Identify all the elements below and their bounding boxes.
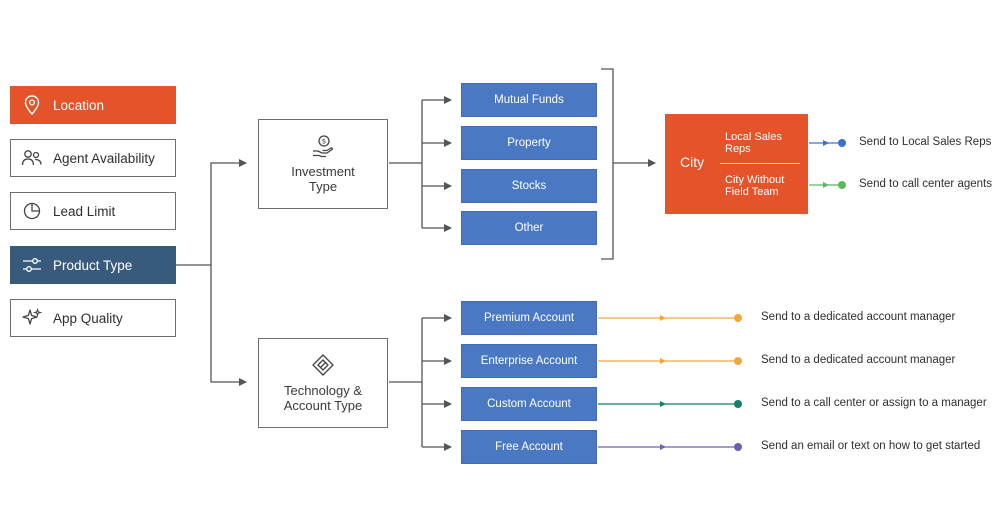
category-lead-limit[interactable]: Lead Limit <box>10 192 176 230</box>
city-node[interactable]: City Local Sales Reps City Without Field… <box>665 114 808 214</box>
pill-label: Premium Account <box>483 312 575 324</box>
investment-type-line1: Investment <box>291 164 355 179</box>
diamond-icon <box>311 353 335 377</box>
pill-label: Enterprise Account <box>480 355 578 367</box>
city-divider <box>720 163 800 164</box>
pill-label: Other <box>514 222 544 234</box>
people-icon <box>21 147 43 169</box>
pill-label: Free Account <box>495 441 563 453</box>
city-title: City <box>680 154 705 170</box>
pill-label: Mutual Funds <box>494 94 564 106</box>
investment-stocks[interactable]: Stocks <box>461 169 597 203</box>
pill-label: Stocks <box>511 180 547 192</box>
category-label: Lead Limit <box>53 203 116 219</box>
account-outcome-line-3 <box>598 400 742 408</box>
city-option-local-sales-reps: Local Sales Reps <box>725 131 782 155</box>
category-label: Location <box>53 97 105 113</box>
account-outcome-1: Send to a dedicated account manager <box>761 311 956 323</box>
investment-type-node[interactable]: $ Investment Type <box>258 119 388 209</box>
investment-mutual-funds[interactable]: Mutual Funds <box>461 83 597 117</box>
account-outcome-line-2 <box>598 357 742 365</box>
account-outcome-line-4 <box>598 443 742 451</box>
city-option-without-field-team: City Without Field Team <box>725 174 785 198</box>
category-app-quality[interactable]: App Quality <box>10 299 176 337</box>
account-enterprise[interactable]: Enterprise Account <box>461 344 597 378</box>
technology-line1: Technology & <box>283 383 363 398</box>
account-free[interactable]: Free Account <box>461 430 597 464</box>
city-outcome-line-1 <box>809 139 846 147</box>
account-custom[interactable]: Custom Account <box>461 387 597 421</box>
sliders-icon <box>21 254 43 276</box>
technology-line2: Account Type <box>283 398 363 413</box>
category-label: App Quality <box>53 310 123 326</box>
category-label: Agent Availability <box>53 150 155 166</box>
money-hand-icon: $ <box>311 134 335 158</box>
investment-other[interactable]: Other <box>461 211 597 245</box>
pie-chart-icon <box>21 200 43 222</box>
svg-text:$: $ <box>322 138 326 146</box>
category-agent-availability[interactable]: Agent Availability <box>10 139 176 177</box>
account-outcome-2: Send to a dedicated account manager <box>761 354 956 366</box>
account-outcome-4: Send an email or text on how to get star… <box>761 440 981 452</box>
city-outcome-1: Send to Local Sales Reps <box>859 136 992 148</box>
city-outcome-2: Send to call center agents <box>859 178 992 190</box>
technology-account-type-node[interactable]: Technology & Account Type <box>258 338 388 428</box>
pill-label: Property <box>507 137 551 149</box>
category-label: Product Type <box>53 257 133 273</box>
sparkle-icon <box>21 307 43 329</box>
investment-property[interactable]: Property <box>461 126 597 160</box>
account-premium[interactable]: Premium Account <box>461 301 597 335</box>
category-product-type[interactable]: Product Type <box>10 246 176 284</box>
city-outcome-line-2 <box>809 181 846 189</box>
investment-type-line2: Type <box>308 179 338 194</box>
account-outcome-line-1 <box>598 314 742 322</box>
map-pin-icon <box>21 94 43 116</box>
account-outcome-3: Send to a call center or assign to a man… <box>761 397 987 409</box>
pill-label: Custom Account <box>487 398 571 410</box>
category-location[interactable]: Location <box>10 86 176 124</box>
